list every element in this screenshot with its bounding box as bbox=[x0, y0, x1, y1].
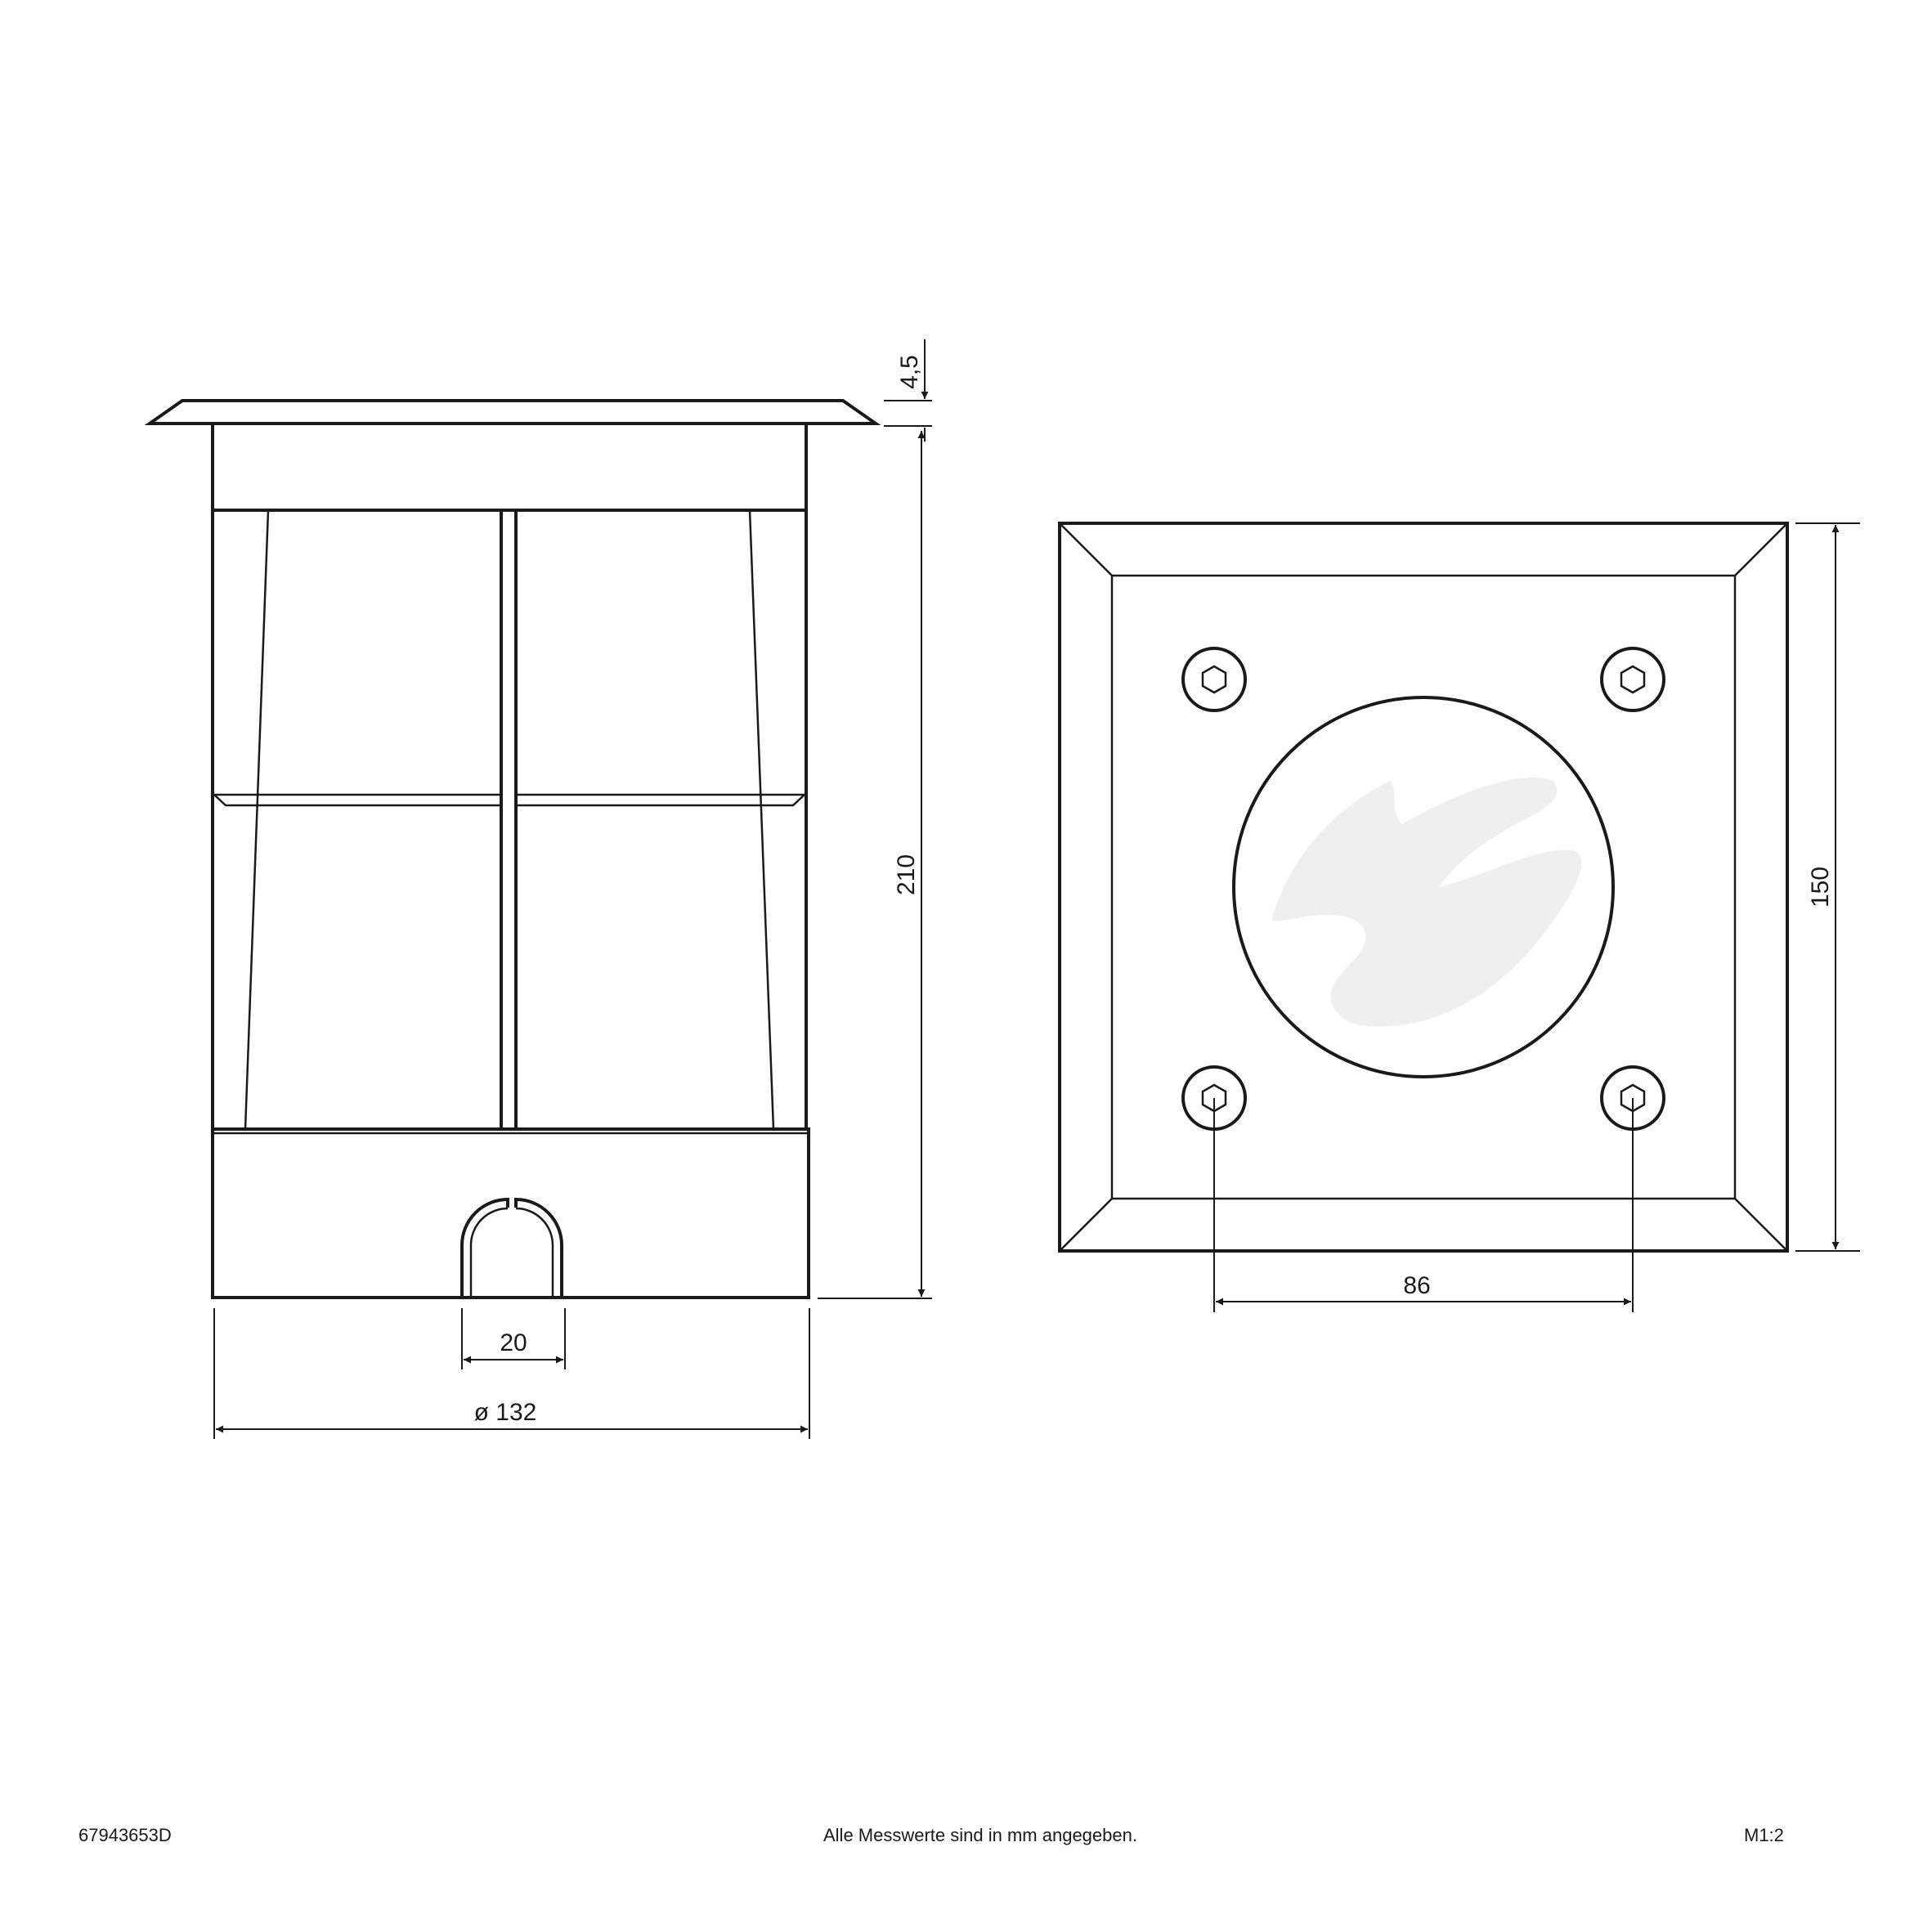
top-band bbox=[211, 422, 808, 512]
flange bbox=[144, 399, 881, 425]
right-rail bbox=[514, 793, 808, 807]
dim-body-diameter: ø 132 bbox=[213, 1308, 810, 1439]
dim-hole-spacing-label: 86 bbox=[1403, 1272, 1430, 1299]
cover-plate-inner bbox=[1110, 574, 1737, 1200]
dim-body-height-label: 210 bbox=[893, 854, 920, 895]
top-view bbox=[1058, 522, 1789, 1253]
article-number: 67943653D bbox=[78, 1825, 172, 1845]
scale-label: M1:2 bbox=[1744, 1825, 1784, 1845]
glass-lens bbox=[1232, 696, 1615, 1078]
base bbox=[211, 1127, 810, 1299]
right-slant bbox=[748, 509, 775, 1130]
dim-hole-spacing: 86 bbox=[1213, 1098, 1634, 1312]
cable-entry bbox=[460, 1197, 563, 1298]
dim-flange-thickness-label: 4,5 bbox=[896, 355, 923, 389]
units-note: Alle Messwerte sind in mm angegeben. bbox=[823, 1825, 1137, 1845]
left-slant bbox=[244, 509, 270, 1130]
dim-body-diameter-label: ø 132 bbox=[474, 1399, 537, 1426]
dim-body-height: 210 bbox=[818, 431, 932, 1299]
dim-cable-entry: 20 bbox=[461, 1308, 566, 1369]
dim-flange-thickness: 4,5 bbox=[884, 339, 932, 442]
lens-reflection bbox=[1271, 778, 1582, 1027]
cover-plate-outer bbox=[1058, 522, 1789, 1253]
dim-plate-size: 150 bbox=[1795, 522, 1860, 1252]
dim-cable-entry-label: 20 bbox=[500, 1329, 527, 1356]
left-rail bbox=[211, 793, 503, 807]
dim-plate-size-label: 150 bbox=[1807, 867, 1834, 908]
screw-top-left bbox=[1181, 647, 1247, 712]
screw-top-right bbox=[1600, 647, 1665, 712]
side-view bbox=[144, 399, 881, 1299]
